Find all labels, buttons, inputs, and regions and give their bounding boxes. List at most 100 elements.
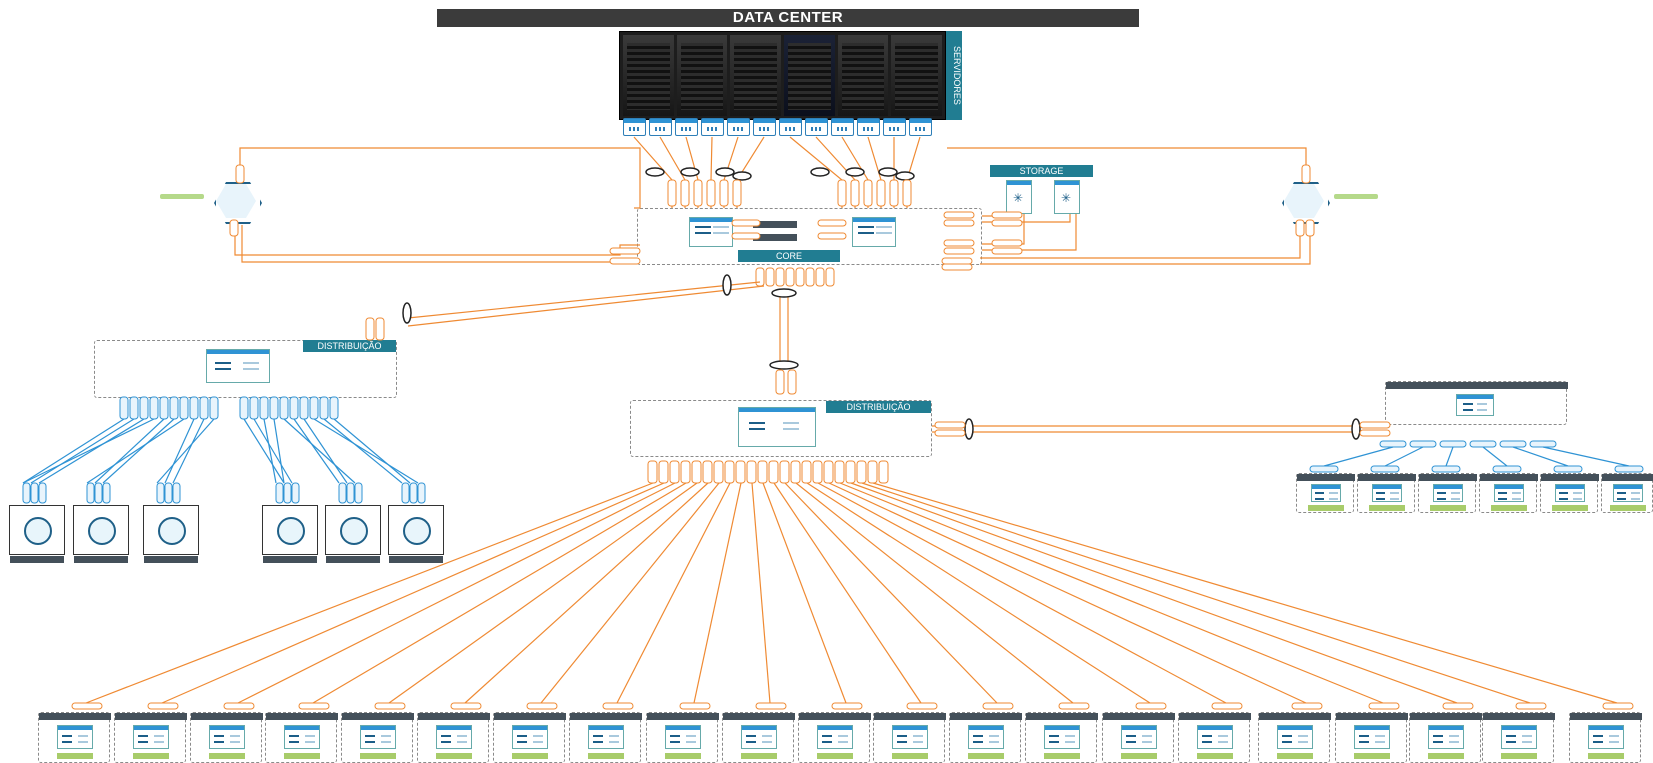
core-uplink-port — [732, 179, 742, 207]
remote-port — [1370, 465, 1400, 473]
rack-unit — [891, 35, 943, 116]
router-port — [30, 482, 39, 504]
access-switch — [436, 725, 472, 749]
router-port — [354, 482, 363, 504]
switch-icon — [1390, 492, 1399, 494]
distribution-uplink — [407, 285, 765, 327]
distribution-downlink-port — [658, 460, 669, 484]
switch-icon — [1449, 735, 1459, 737]
distribution-uplink-port — [365, 317, 375, 341]
switch-icon — [1512, 492, 1521, 494]
core-downlink-port — [785, 267, 795, 287]
storage-array-2: ✳ — [1054, 180, 1080, 214]
bundle-ring — [964, 418, 974, 440]
closet-tag — [209, 753, 245, 759]
remote-site-box — [1385, 381, 1568, 425]
access-cable — [323, 418, 403, 484]
access-switch — [1354, 725, 1390, 749]
access-port — [179, 396, 189, 420]
distribution-downlink-port — [856, 460, 867, 484]
bundle-ring — [878, 167, 898, 177]
distribution-downlink-port — [691, 460, 702, 484]
access-switch — [360, 725, 396, 749]
access-closet — [646, 712, 719, 763]
access-cable — [283, 418, 356, 484]
access-closet — [190, 712, 263, 763]
access-closet — [873, 712, 946, 763]
storage-cable — [982, 214, 1021, 217]
remote-switch — [1311, 484, 1341, 502]
switch-icon — [1477, 403, 1487, 405]
storage-port — [991, 247, 1023, 255]
closet-tag — [1121, 753, 1157, 759]
access-switch — [1501, 725, 1537, 749]
access-closet — [1569, 712, 1642, 763]
remote-closet — [1418, 473, 1477, 513]
remote-cable — [1445, 446, 1454, 467]
access-uplink-port — [1602, 702, 1634, 710]
storage-icon: ✳ — [1061, 191, 1072, 205]
closet-tag — [360, 753, 396, 759]
bundle-ring — [645, 167, 665, 177]
closet-title — [1570, 713, 1642, 720]
remote-port — [1553, 465, 1583, 473]
closet-title — [39, 713, 111, 720]
remote-closet — [1357, 473, 1416, 513]
access-closet — [38, 712, 111, 763]
access-closet — [1482, 712, 1555, 763]
switch-icon — [1463, 403, 1473, 405]
router-port — [22, 482, 31, 504]
core-downlink-port — [765, 267, 775, 287]
access-switch — [1197, 725, 1233, 749]
access-uplink — [839, 482, 1384, 704]
server-port — [831, 118, 854, 136]
access-port — [149, 396, 159, 420]
access-port — [209, 396, 219, 420]
access-port — [299, 396, 309, 420]
router-icon — [340, 517, 368, 545]
router — [9, 505, 65, 563]
switch-icon — [989, 735, 999, 737]
remote-closet-tag — [1491, 505, 1527, 511]
firewall-port — [1301, 164, 1311, 184]
access-port — [269, 396, 279, 420]
core-uplink-port — [680, 179, 690, 207]
switch-icon — [1126, 735, 1136, 737]
bundle-ring — [680, 167, 700, 177]
remote-site-title — [1386, 382, 1568, 389]
access-switch — [968, 725, 1004, 749]
switch-icon — [686, 735, 696, 737]
core-uplink-port — [719, 179, 729, 207]
remote-closet-title — [1419, 474, 1477, 481]
switch-icon — [670, 735, 680, 737]
access-switch — [1428, 725, 1464, 749]
remote-cable — [1384, 446, 1424, 467]
switch-icon — [822, 735, 832, 737]
switch-icon — [1631, 492, 1640, 494]
switch-icon — [1506, 735, 1516, 737]
remote-switch — [1433, 484, 1463, 502]
remote-closet-title — [1297, 474, 1355, 481]
remote-port — [1379, 440, 1407, 448]
switch-icon — [1617, 492, 1626, 494]
firewall-port — [609, 257, 641, 265]
remote-port — [1431, 465, 1461, 473]
remote-closet — [1540, 473, 1599, 513]
access-closet — [1335, 712, 1408, 763]
distribution-left-switch — [206, 349, 270, 383]
distribution-downlink-port — [757, 460, 768, 484]
switch-icon — [1437, 492, 1446, 494]
remote-switch — [1372, 484, 1402, 502]
access-uplink — [861, 482, 1531, 704]
bundle-ring — [771, 288, 797, 298]
switch-icon — [305, 735, 315, 737]
bundle-ring — [732, 171, 752, 181]
closet-tag — [1044, 753, 1080, 759]
switch-icon — [913, 735, 923, 737]
server-port — [727, 118, 750, 136]
access-uplink — [751, 482, 771, 704]
bundle-ring — [722, 274, 732, 296]
closet-title — [191, 713, 263, 720]
remote-closet-title — [1358, 474, 1416, 481]
rack-unit — [837, 35, 889, 116]
